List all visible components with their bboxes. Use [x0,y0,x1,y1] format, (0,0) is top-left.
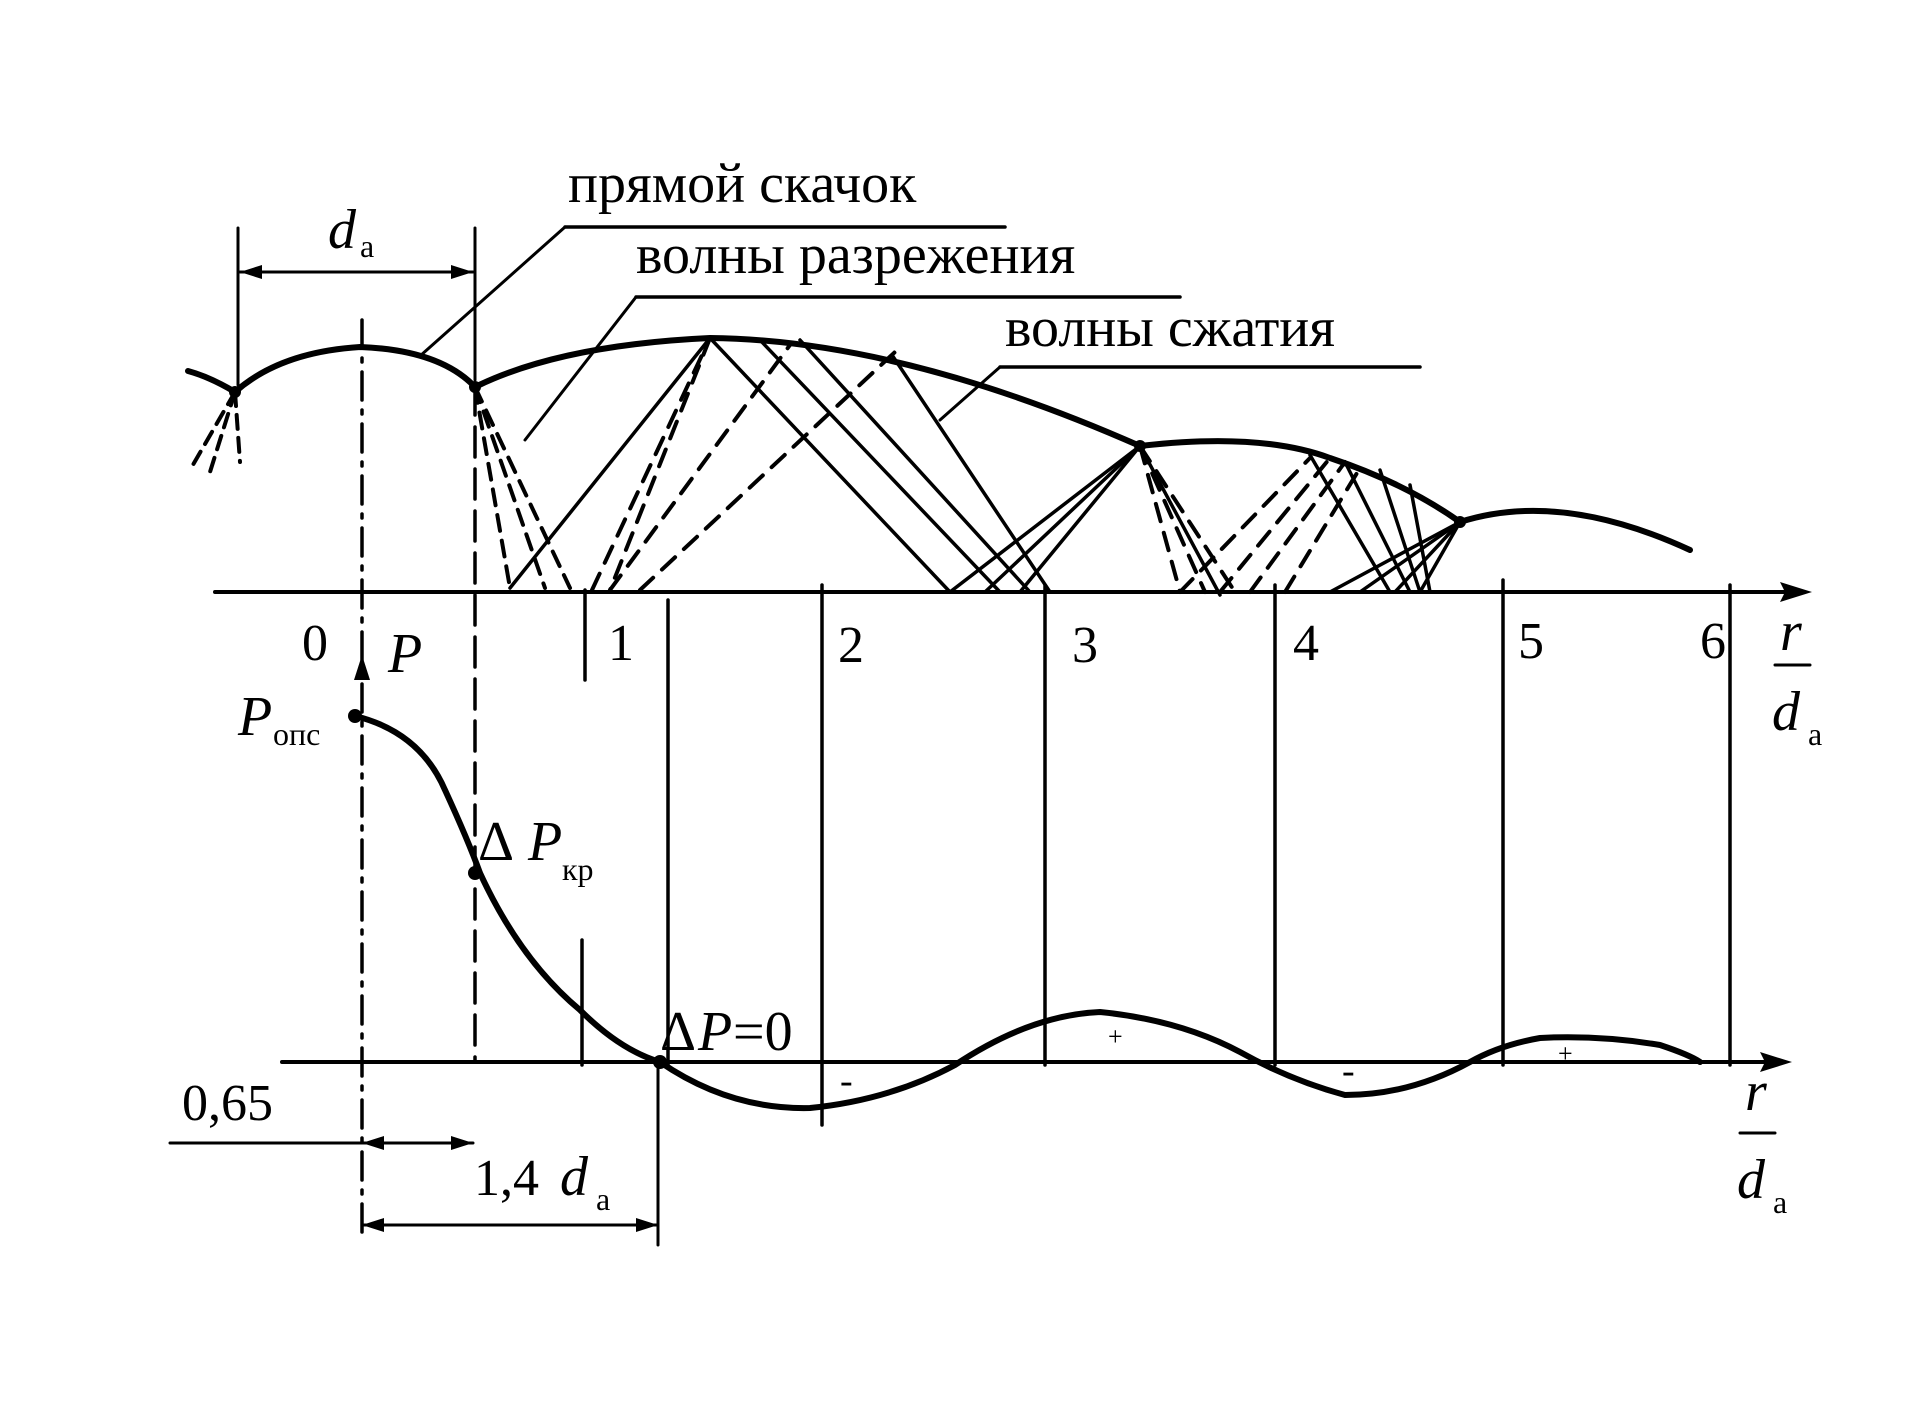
tick-6: 6 [1700,613,1726,670]
p-critical-point [468,866,482,880]
dimension-arrow-right [451,265,473,279]
tick-2: 2 [838,617,864,674]
jet-structure [185,335,1693,597]
upper-axis-d: d [1772,681,1801,743]
rarefaction-waves-label: волны разрежения [636,224,1075,286]
jet-boundary [185,335,1693,553]
shock-node-markers [229,381,1466,528]
upper-axis-arrow [1780,582,1812,602]
tick-1: 1 [608,615,634,672]
delta-p-zero-delta: Δ [660,1001,696,1063]
p-axis-label: P [387,623,422,685]
coef-14-d-sub: a [596,1181,610,1217]
dimension-arrow-left [240,265,262,279]
dim-14-arrow-left [362,1218,384,1232]
compression-callout: волны сжатия [938,297,1422,422]
delta-p-zero-symbol: P [697,1001,732,1063]
coef-14: 1,4 [474,1150,539,1207]
dim-065-arrow-left [362,1136,384,1150]
pressure-plot: P P опс Δ P кр Δ P =0 - + - + r d a [237,623,1792,1220]
rarefaction-wave-lines [590,336,1362,594]
lower-axis-d: d [1737,1149,1766,1211]
p-ops-subscript: опс [273,716,320,752]
coef-14-d: d [560,1146,589,1208]
bottom-dimensions: 0,65 1,4 d a [168,1063,660,1247]
pressure-axis-arrow [354,655,370,680]
tick-3: 3 [1072,617,1098,674]
tick-5: 5 [1518,613,1544,670]
nozzle-left [188,390,242,474]
sign-minus-2: - [1342,1050,1355,1092]
delta-p-kr-subscript: кр [562,851,594,887]
compression-wave-lines [508,336,1462,597]
lower-axis-arrow [1760,1052,1792,1072]
tick-0: 0 [302,615,328,672]
upper-axis: 0 1 2 3 4 5 6 r d a [213,582,1822,752]
rarefaction-callout: волны разрежения [523,224,1182,442]
delta-p-kr-delta: Δ [478,811,514,873]
p-ops-symbol: P [237,686,272,748]
nozzle-diameter-dimension: d a [236,199,477,387]
d-symbol: d [328,199,357,261]
dim-065-arrow [451,1136,473,1150]
pressure-curve [352,713,1703,1112]
nozzle-right [473,385,572,590]
compression-waves-label: волны сжатия [1005,297,1335,359]
sign-minus-1: - [840,1060,853,1102]
delta-p-kr-symbol: P [527,811,562,873]
p-ops-point [348,709,362,723]
dim-14-arrow-right [636,1218,658,1232]
coef-065: 0,65 [182,1075,273,1132]
d-subscript: a [360,228,374,264]
upper-axis-r: r [1780,601,1802,663]
normal-shock-callout: прямой скачок [418,153,1007,358]
lower-axis-d-sub: a [1773,1184,1787,1220]
lower-axis-r: r [1745,1061,1767,1123]
sign-plus-2: + [1558,1039,1573,1068]
normal-shock-label: прямой скачок [568,153,917,215]
tick-4: 4 [1293,615,1319,672]
delta-p-zero-value: =0 [733,1001,793,1063]
sign-plus-1: + [1108,1022,1123,1051]
vertical-reference-lines [360,318,1732,1242]
upper-axis-d-sub: a [1808,716,1822,752]
